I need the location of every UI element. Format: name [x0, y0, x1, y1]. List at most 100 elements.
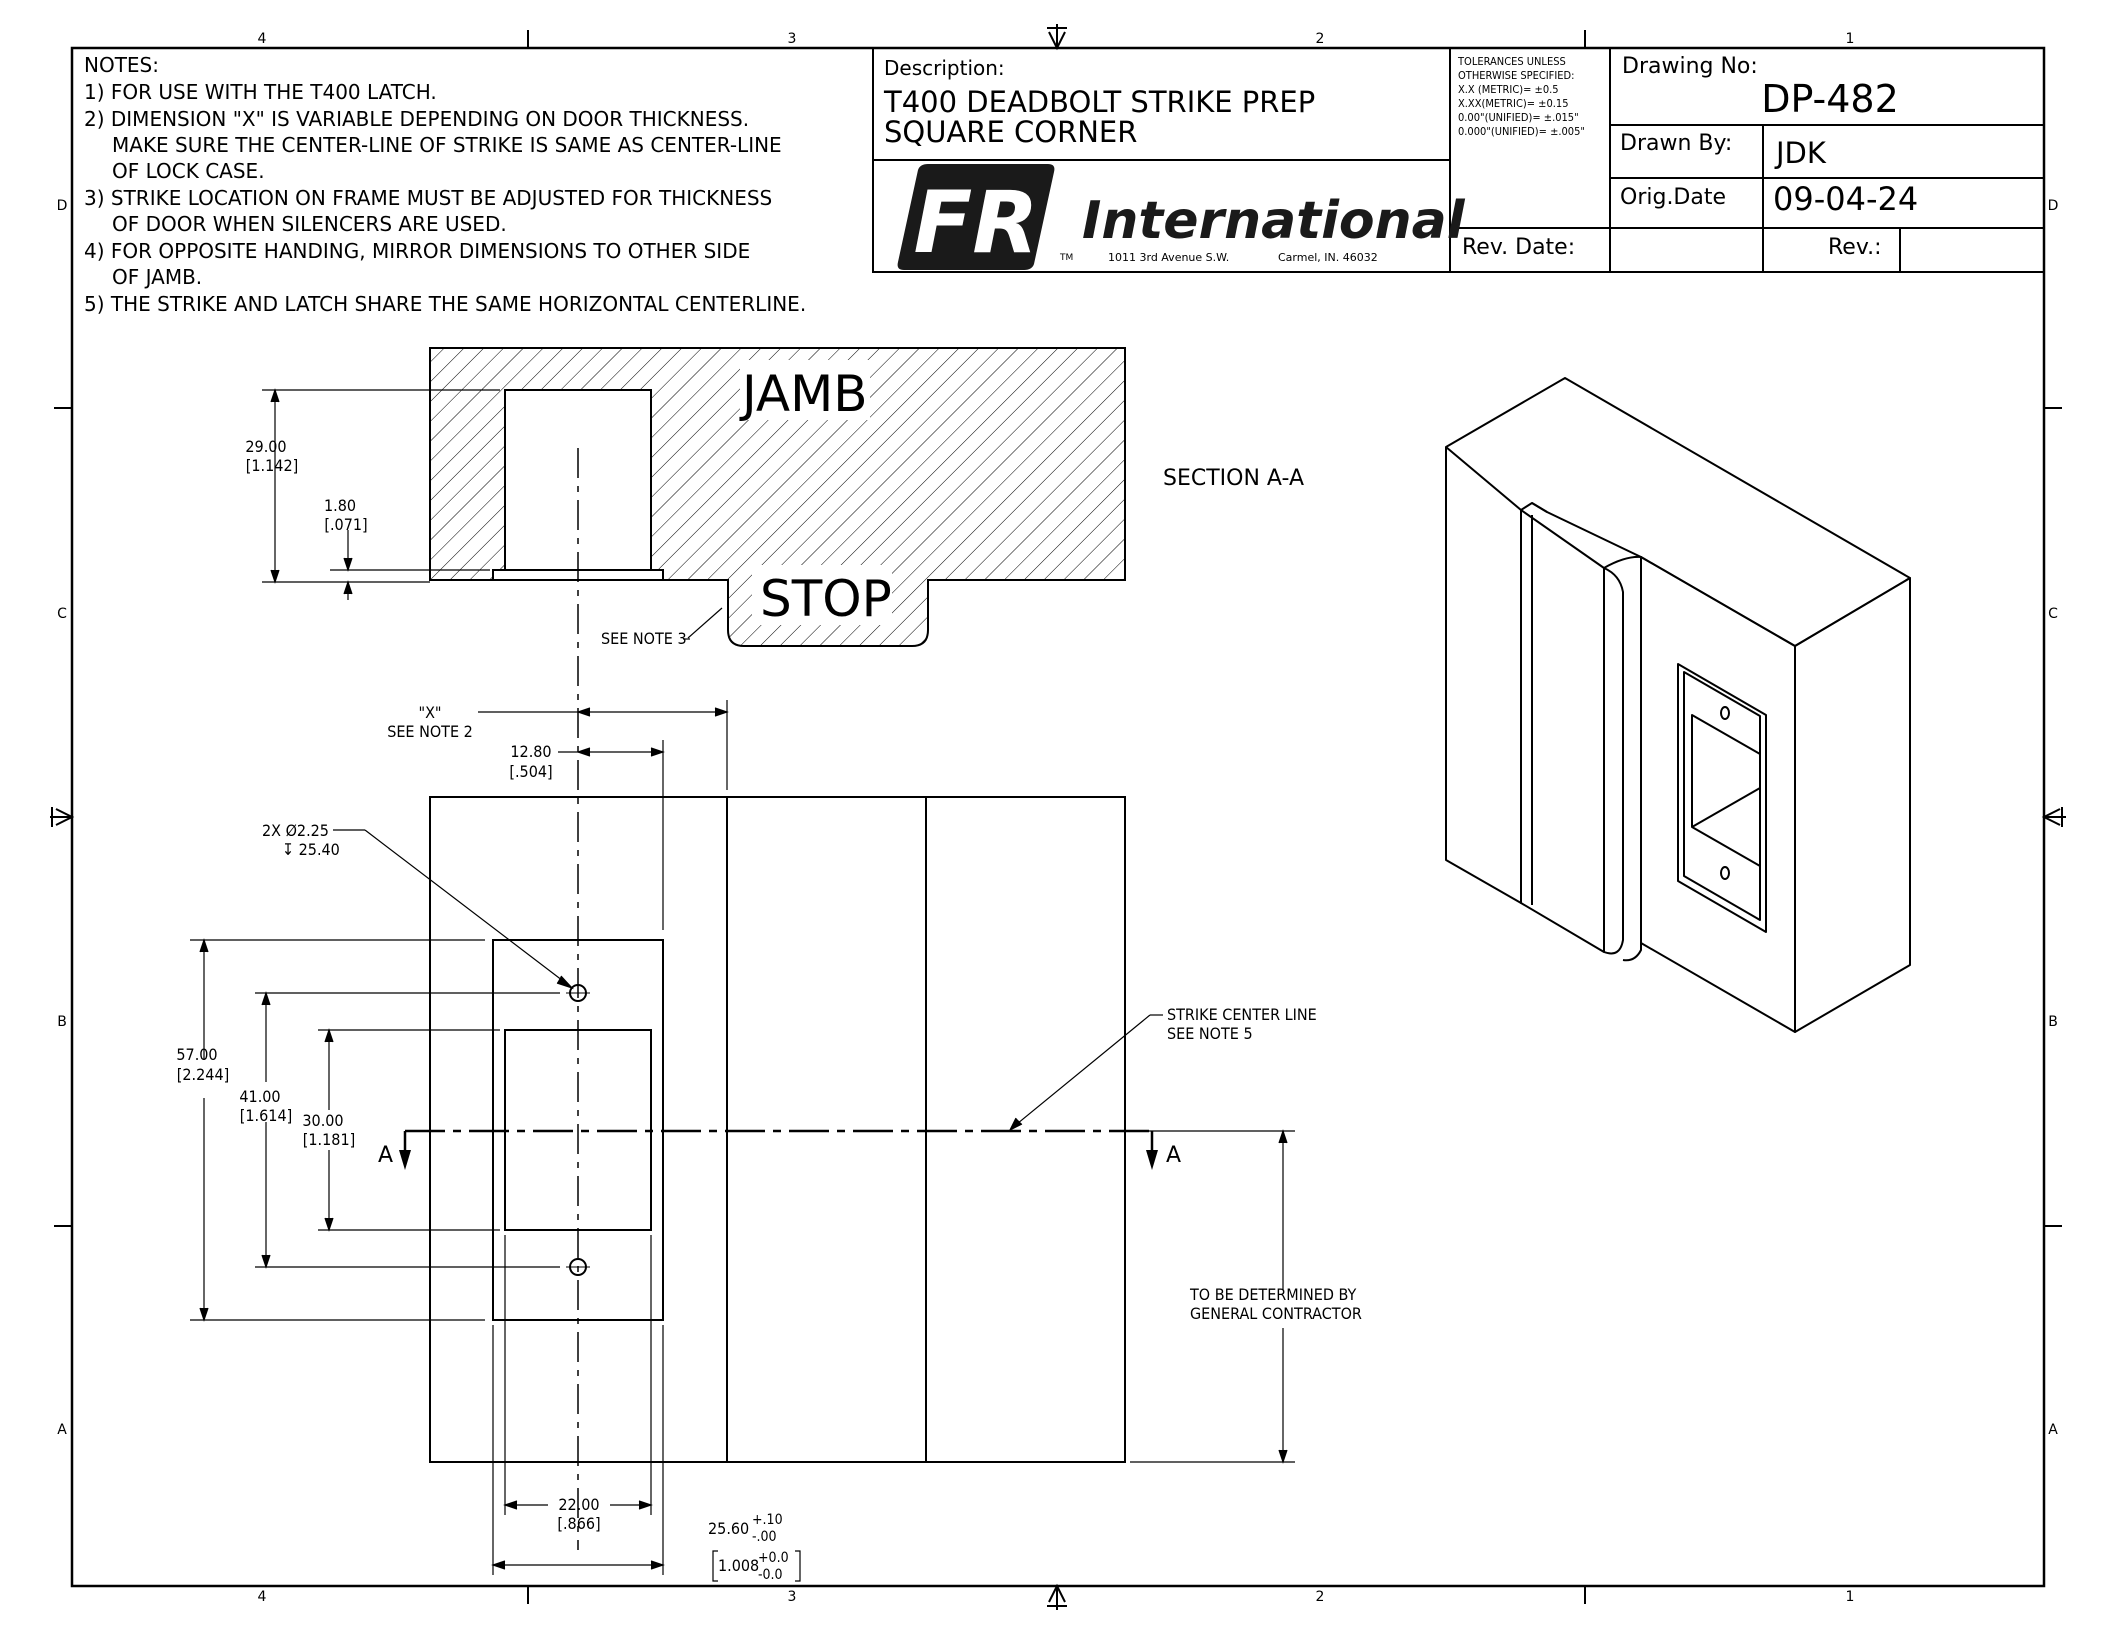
zone-row-c-right: C [2048, 606, 2058, 622]
drawing-no-value: DP-482 [1761, 77, 1899, 121]
logo-letters: FR [914, 173, 1039, 273]
description-line-1: T400 DEADBOLT STRIKE PREP [883, 85, 1315, 119]
orig-date-label: Orig.Date [1620, 185, 1726, 210]
tolerance-line: X.X (METRIC)= ±0.5 [1458, 83, 1559, 96]
company-city: Carmel, IN. 46032 [1278, 251, 1378, 264]
section-dimensions [262, 388, 723, 639]
dim-1-008-tol-minus: -0.0 [758, 1567, 783, 1583]
dim-1-80: 1.80 [324, 496, 356, 515]
stop-label-bg [752, 565, 892, 625]
dim-30-inch: [1.181] [303, 1130, 355, 1149]
note-line: MAKE SURE THE CENTER-LINE OF STRIKE IS S… [112, 133, 782, 157]
trademark: TM [1059, 253, 1073, 263]
fr-logo: FR International TM 1011 3rd Avenue S.W.… [897, 164, 1466, 273]
hole-callout-depth: ↧ 25.40 [282, 840, 340, 859]
drawing-no-label: Drawing No: [1622, 54, 1758, 79]
jamb-label: JAMB [739, 365, 868, 423]
note-line: OF JAMB. [112, 265, 202, 289]
note-line: 4) FOR OPPOSITE HANDING, MIRROR DIMENSIO… [84, 239, 750, 263]
iso-strike-plate [1677, 663, 1767, 933]
section-title: SECTION A-A [1163, 466, 1304, 491]
logo-badge [897, 164, 1055, 270]
dim-1-008: 1.008 [718, 1556, 759, 1575]
iso-top-face [1445, 377, 1911, 647]
note-line: OF DOOR WHEN SILENCERS ARE USED. [112, 212, 507, 236]
tolerance-line: 0.000"(UNIFIED)= ±.005" [1458, 125, 1585, 138]
dim-1-008-tol-plus: +0.0 [758, 1550, 789, 1566]
tbd-label-1: TO BE DETERMINED BY [1189, 1285, 1356, 1304]
zone-row-b-left: B [57, 1014, 67, 1030]
front-view [429, 796, 1126, 1463]
rev-label: Rev.: [1828, 235, 1882, 260]
note-line: 2) DIMENSION "X" IS VARIABLE DEPENDING O… [84, 107, 749, 131]
dim-12-80-inch: [.504] [509, 762, 552, 781]
tolerance-line: X.XX(METRIC)= ±0.15 [1458, 97, 1569, 110]
front-dimensions [190, 700, 1295, 1582]
section-mark-left: A [378, 1143, 393, 1168]
iso-front-face [1640, 556, 1796, 1033]
iso-left-face [1445, 447, 1522, 904]
zone-row-a-right: A [2048, 1422, 2058, 1438]
zone-col-1-bottom: 1 [1846, 1589, 1855, 1605]
dim-41-inch: [1.614] [240, 1106, 292, 1125]
dim-x-label: "X" [418, 703, 441, 722]
tolerance-line: OTHERWISE SPECIFIED: [1458, 69, 1575, 82]
zone-row-d-left: D [57, 198, 68, 214]
iso-hole-top [1720, 706, 1730, 720]
iso-right-face [1794, 577, 1911, 1033]
notes-block: NOTES: 1) FOR USE WITH THE T400 LATCH. 2… [84, 53, 806, 316]
zone-row-a-left: A [57, 1422, 67, 1438]
section-mark-right: A [1166, 1143, 1181, 1168]
strike-centerline-note: SEE NOTE 5 [1167, 1024, 1253, 1043]
description-label: Description: [884, 56, 1005, 80]
zone-col-3-bottom: 3 [788, 1589, 797, 1605]
orig-date-value: 09-04-24 [1773, 180, 1918, 218]
zone-col-2-top: 2 [1316, 31, 1325, 47]
zone-col-4-top: 4 [258, 31, 267, 47]
dim-30: 30.00 [302, 1111, 343, 1130]
tolerances-block: TOLERANCES UNLESS OTHERWISE SPECIFIED: X… [1457, 55, 1585, 138]
section-view [429, 347, 1126, 647]
drawn-by-label: Drawn By: [1620, 131, 1732, 156]
section-cut-line [399, 1129, 1158, 1170]
zone-row-d-right: D [2048, 198, 2059, 214]
tbd-label-2: GENERAL CONTRACTOR [1190, 1304, 1362, 1323]
rev-date-label: Rev. Date: [1462, 235, 1575, 260]
iso-hole-bottom [1720, 866, 1730, 880]
dim-29-inch: [1.142] [246, 456, 298, 475]
dim-57-inch: [2.244] [177, 1065, 229, 1084]
note-line: 3) STRIKE LOCATION ON FRAME MUST BE ADJU… [84, 186, 772, 210]
iso-stop-face [1520, 509, 1605, 953]
jamb-label-bg [740, 360, 870, 420]
zone-col-4-bottom: 4 [258, 1589, 267, 1605]
isometric-view [1445, 377, 1911, 1033]
frame-outline [429, 796, 1126, 1463]
strike-centerline-label: STRIKE CENTER LINE [1167, 1005, 1317, 1024]
iso-strike-opening [1691, 714, 1761, 867]
dim-22-inch: [.866] [557, 1514, 600, 1533]
see-note-2: SEE NOTE 2 [387, 722, 473, 741]
dim-12-80: 12.80 [510, 742, 551, 761]
dim-22: 22.00 [558, 1495, 599, 1514]
notes-heading: NOTES: [84, 53, 159, 77]
company-name: International [1082, 191, 1466, 251]
zone-col-2-bottom: 2 [1316, 1589, 1325, 1605]
zone-row-c-left: C [57, 606, 67, 622]
dim-25-60: 25.60 [708, 1519, 749, 1538]
dim-41: 41.00 [239, 1087, 280, 1106]
see-note-3: SEE NOTE 3 [601, 629, 687, 648]
dim-25-60-tol-plus: +.10 [752, 1512, 783, 1528]
note-line: 5) THE STRIKE AND LATCH SHARE THE SAME H… [84, 292, 806, 316]
zone-row-b-right: B [2048, 1014, 2058, 1030]
drawn-by-value: JDK [1774, 136, 1827, 170]
stop-label: STOP [760, 570, 892, 628]
dim-57: 57.00 [176, 1045, 217, 1064]
zone-col-3-top: 3 [788, 31, 797, 47]
tolerance-line: TOLERANCES UNLESS [1457, 55, 1566, 68]
dim-25-60-tol-minus: -.00 [752, 1529, 777, 1545]
description-line-2: SQUARE CORNER [884, 115, 1137, 149]
company-address: 1011 3rd Avenue S.W. [1108, 251, 1229, 264]
title-block [872, 47, 2045, 273]
note-line: 1) FOR USE WITH THE T400 LATCH. [84, 80, 437, 104]
tolerance-line: 0.00"(UNIFIED)= ±.015" [1458, 111, 1579, 124]
